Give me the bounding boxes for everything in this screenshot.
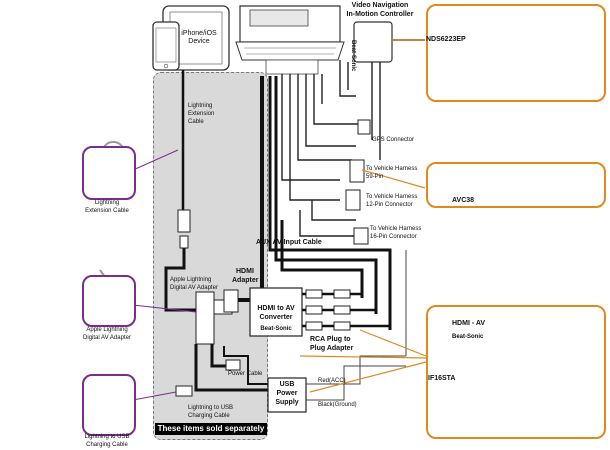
hdmi-adapter-label-2: Adapter	[232, 277, 259, 284]
harness-59-label-2: 59-Pin	[366, 174, 384, 180]
usb-supply-label-2: Power	[276, 390, 298, 397]
lightning-extension-label-1: Lightning	[188, 103, 213, 109]
gps-connector-label: GPS Connector	[372, 137, 415, 143]
apple-adapter-label-2: Digital AV Adapter	[170, 285, 218, 291]
if16sta-device-brand: Beat-Sonic	[452, 334, 484, 340]
callout-lightning-usb	[82, 374, 136, 436]
red-acc-label: Red(ACC)	[318, 378, 346, 384]
controller-box	[353, 21, 393, 63]
harness-59-label-1: To Vehicle Harness	[366, 166, 418, 172]
callout-left-1-line1: Lightning	[94, 200, 120, 206]
controller-brand: Beat-Sonic	[350, 40, 356, 72]
black-ground-label: Black(Ground)	[318, 402, 357, 408]
callout-if16sta	[426, 305, 606, 439]
usb-power-supply	[267, 377, 307, 413]
harness-12-label-1: To Vehicle Harness	[366, 194, 418, 200]
power-cable-label: Power Cable	[228, 371, 263, 377]
rca-plug-label-2: Plug Adapter	[310, 345, 354, 352]
harness-12-label-2: 12-Pin Connector	[366, 202, 413, 208]
callout-lightning-extension	[82, 146, 136, 200]
harness-16-label-1: To Vehicle Harness	[370, 226, 422, 232]
rca-plug-label-1: RCA Plug to	[310, 336, 351, 343]
callout-digital-av-adapter	[82, 275, 136, 327]
callout-left-2-line2: Digital AV Adapter	[83, 335, 131, 341]
hdmi-adapter-label-1: HDMI	[236, 268, 254, 275]
lightning-extension-label-2: Extension	[188, 111, 215, 117]
lightning-extension-label-3: Cable	[188, 119, 204, 125]
usb-supply-label-3: Supply	[275, 399, 299, 406]
hdmi-av-converter	[249, 287, 303, 337]
callout-left-3-line1: Lightning to USB	[84, 434, 130, 440]
apple-adapter-label-1: Apple Lightning	[170, 277, 212, 283]
usb-supply-label-1: USB	[279, 381, 295, 388]
iphone-device-label: iPhone/iOS Device	[181, 30, 217, 45]
aux-cable-label: AUX AV Input Cable	[256, 239, 322, 246]
digital-av-adapter	[195, 291, 215, 345]
converter-label-2: Converter	[259, 314, 293, 321]
callout-left-3-line2: Charging Cable	[86, 442, 128, 448]
separate-items-banner: These items sold separately	[155, 423, 267, 435]
callout-right-3-label: IF16STA	[428, 375, 456, 382]
callout-left-2-line1: Apple Lightning	[86, 327, 128, 333]
converter-brand: Beat-Sonic	[260, 326, 292, 332]
callout-right-2-label: AVC38	[452, 197, 475, 204]
if16sta-device-label: HDMI - AV	[452, 320, 486, 327]
vehicle-harness	[281, 60, 381, 237]
controller-title-line1: Video Navigation	[351, 2, 409, 9]
callout-right-1-label: NDS6223EP	[426, 36, 466, 43]
callout-avc38	[426, 162, 606, 208]
callout-nds6223ep	[426, 4, 606, 102]
harness-16-label-2: 16-Pin Connector	[370, 234, 417, 240]
controller-title-line2: In-Motion Controller	[346, 11, 414, 18]
lightning-usb-label-1: Lightning to USB	[188, 405, 234, 411]
converter-label-1: HDMI to AV	[257, 305, 295, 312]
callout-left-1-line2: Extension Cable	[85, 208, 129, 214]
lightning-usb-label-2: Charging Cable	[188, 413, 230, 419]
